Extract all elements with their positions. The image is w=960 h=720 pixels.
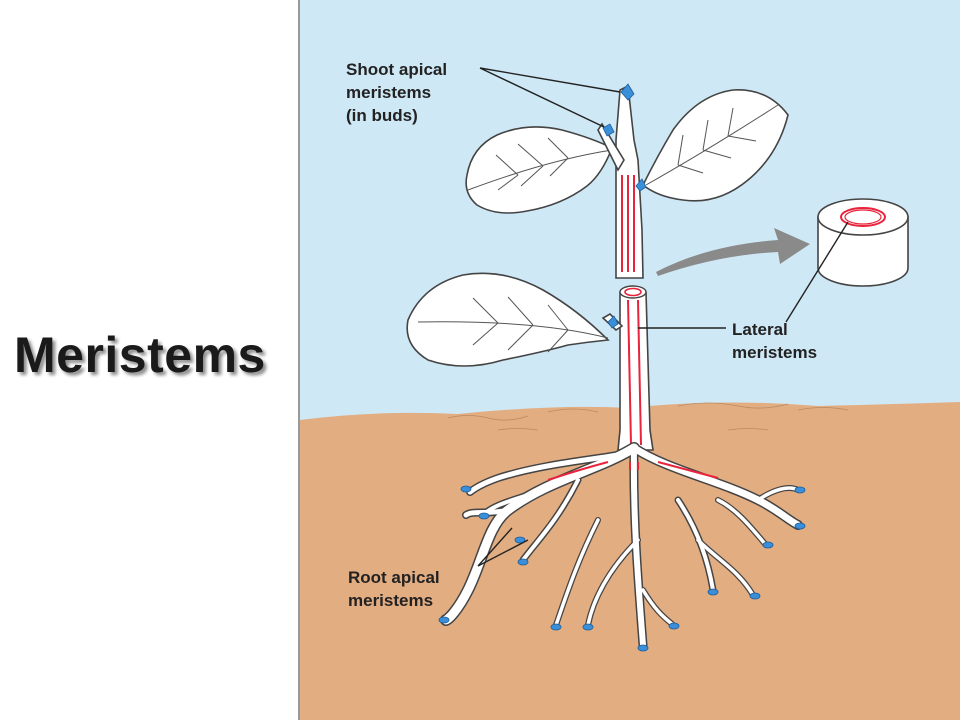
slide-title: Meristems [14,327,266,383]
upper-left-leaf [465,126,614,214]
soil-texture [447,402,849,431]
lower-stem [601,285,654,451]
label-pointers [477,67,849,567]
root-system [440,442,803,650]
label-shoot-apical-meristems: Shoot apical meristems (in buds) [346,60,452,125]
upper-right-leaf [641,89,789,202]
label-root-apical-meristems: Root apical meristems [348,568,444,610]
shoot-bud-tips [602,83,647,329]
upper-stem [597,84,644,279]
label-lateral-meristems: Lateral meristems [732,320,817,362]
soil-background [300,402,960,720]
zoom-arrow [656,228,810,276]
root-apical-tips [438,485,806,652]
stem-cross-section [817,198,909,287]
lower-leaf [406,272,610,367]
meristem-diagram: Shoot apical meristems (in buds) Lateral… [298,0,960,720]
